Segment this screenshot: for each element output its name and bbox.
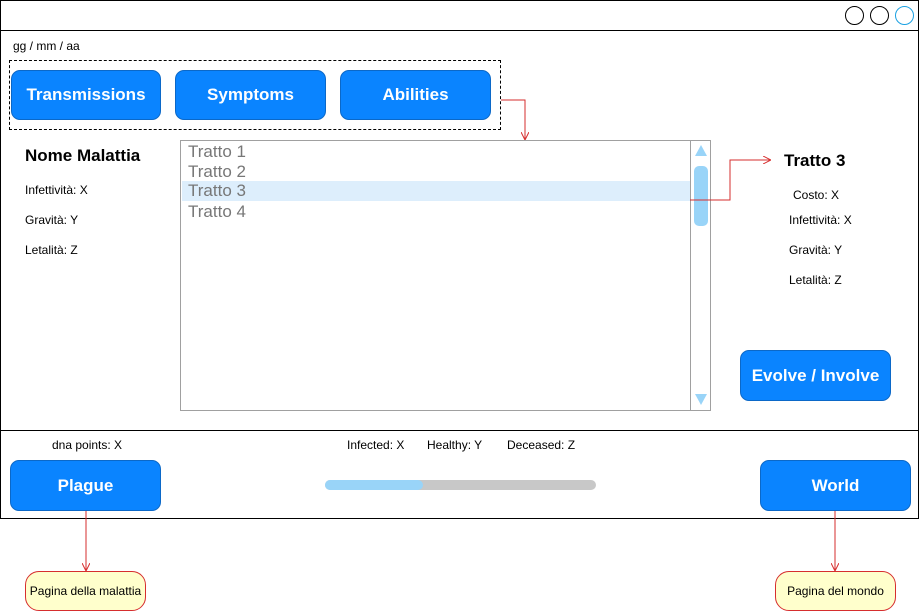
disease-infectivity: Infettività: X — [25, 183, 88, 197]
tab-transmissions[interactable]: Transmissions — [11, 70, 161, 120]
plague-button[interactable]: Plague — [10, 460, 161, 511]
footer-divider — [0, 430, 919, 431]
scroll-down-icon[interactable] — [695, 394, 707, 405]
trait-detail-cost: Costo: X — [793, 188, 840, 202]
trait-list[interactable]: Tratto 1 Tratto 2 Tratto 3 Tratto 4 — [180, 140, 711, 411]
window-control-circle-active[interactable] — [895, 6, 914, 25]
trait-detail-infectivity: Infettività: X — [789, 213, 852, 227]
titlebar-divider — [0, 30, 919, 31]
scroll-up-icon[interactable] — [695, 145, 707, 156]
progress-fill — [325, 480, 423, 490]
window-control-circle[interactable] — [845, 6, 864, 25]
tab-abilities[interactable]: Abilities — [340, 70, 491, 120]
arrow-tabs-to-list — [501, 99, 525, 139]
scrollbar-track — [690, 141, 691, 410]
window-control-circle[interactable] — [870, 6, 889, 25]
disease-name: Nome Malattia — [25, 146, 141, 165]
note-plague-page: Pagina della malattia — [25, 571, 146, 611]
arrow-trait-to-detail — [690, 160, 770, 201]
trait-detail-severity: Gravità: Y — [789, 243, 843, 257]
tab-group — [9, 60, 501, 130]
trait-list-item[interactable]: Tratto 2 — [188, 162, 246, 181]
note-world-page: Pagina del mondo — [775, 571, 896, 611]
evolve-involve-button[interactable]: Evolve / Involve — [740, 350, 891, 401]
tab-symptoms[interactable]: Symptoms — [175, 70, 326, 120]
world-button[interactable]: World — [760, 460, 911, 511]
healthy-count: Healthy: Y — [427, 438, 483, 452]
scrollbar-thumb[interactable] — [694, 166, 708, 226]
date-label: gg / mm / aa — [13, 39, 80, 53]
disease-lethality: Letalità: Z — [25, 243, 78, 257]
progress-bar — [325, 480, 596, 490]
deceased-count: Deceased: Z — [507, 438, 576, 452]
trait-list-item-selected[interactable]: Tratto 3 — [182, 181, 690, 201]
trait-list-item[interactable]: Tratto 1 — [188, 142, 246, 161]
infected-count: Infected: X — [347, 438, 405, 452]
trait-detail-lethality: Letalità: Z — [789, 273, 842, 287]
trait-detail-title: Tratto 3 — [784, 151, 846, 170]
dna-points: dna points: X — [52, 438, 123, 452]
trait-list-item[interactable]: Tratto 4 — [188, 202, 246, 221]
disease-severity: Gravità: Y — [25, 213, 79, 227]
